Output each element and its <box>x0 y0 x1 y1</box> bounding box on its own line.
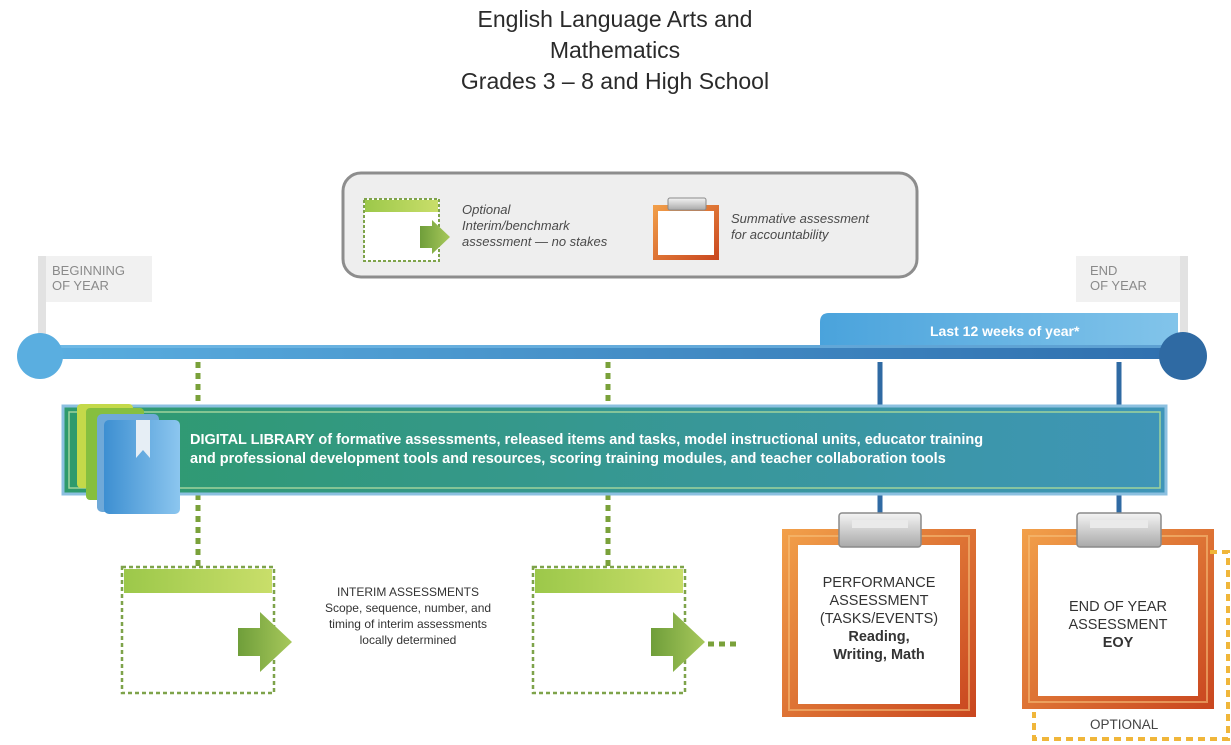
interim-card-2 <box>531 565 740 695</box>
diagram-title: English Language Arts and Mathematics Gr… <box>320 4 910 97</box>
digital-library-banner <box>61 404 1168 496</box>
legend-interim-text: Optional Interim/benchmark assessment — … <box>462 202 607 250</box>
interim-connectors <box>195 362 611 566</box>
library-line-1: DIGITAL LIBRARY of formative assessments… <box>190 432 984 448</box>
eoy-line-3: EOY <box>1102 635 1134 651</box>
performance-clipboard <box>782 512 976 717</box>
interim-line-2: Scope, sequence, number, and <box>324 601 492 615</box>
beginning-flag <box>38 256 152 348</box>
beginning-line-2: OF YEAR <box>52 278 109 293</box>
performance-line-1: PERFORMANCE <box>822 575 936 591</box>
timeline-bar <box>17 332 1207 380</box>
last-weeks-tab <box>820 313 1178 352</box>
last-weeks-label: Last 12 weeks of year* <box>930 323 1080 339</box>
title-line-1: English Language Arts and <box>477 6 753 32</box>
timeline-start-dot <box>17 333 63 379</box>
title-line-3: Grades 3 – 8 and High School <box>460 68 770 94</box>
legend-interim-line-1: Optional <box>462 202 511 217</box>
performance-line-3: (TASKS/EVENTS) <box>819 611 939 627</box>
performance-assessment-text: PERFORMANCE ASSESSMENT (TASKS/EVENTS) Re… <box>798 574 960 664</box>
performance-line-4: Reading, <box>848 629 910 645</box>
interim-assessments-text: INTERIM ASSESSMENTS Scope, sequence, num… <box>293 584 523 648</box>
eoy-assessment-text: END OF YEAR ASSESSMENT EOY <box>1038 598 1198 652</box>
legend-summative-text: Summative assessment for accountability <box>731 211 869 243</box>
legend-interim-icon <box>363 198 450 262</box>
eoy-line-2: ASSESSMENT <box>1068 617 1168 633</box>
library-line-2: and professional development tools and r… <box>190 451 946 467</box>
title-line-2: Mathematics <box>549 37 681 63</box>
end-line-2: OF YEAR <box>1090 278 1147 293</box>
legend-summative-line-1: Summative assessment <box>731 211 869 226</box>
beginning-line-1: BEGINNING <box>52 263 125 278</box>
digital-library-text: DIGITAL LIBRARY of formative assessments… <box>190 431 983 469</box>
legend-box <box>341 171 919 279</box>
performance-line-2: ASSESSMENT <box>829 593 929 609</box>
beginning-of-year-label: BEGINNING OF YEAR <box>52 263 125 293</box>
interim-line-4: locally determined <box>359 633 457 647</box>
legend-interim-line-3: assessment — no stakes <box>462 234 608 249</box>
optional-outline <box>1032 550 1230 741</box>
timeline-end-dot <box>1159 332 1207 380</box>
optional-label: OPTIONAL <box>1090 717 1159 732</box>
legend-summative-line-2: for accountability <box>731 227 829 242</box>
performance-line-5: Writing, Math <box>833 647 925 663</box>
eoy-line-1: END OF YEAR <box>1068 599 1168 615</box>
legend-summative-icon <box>653 197 719 260</box>
interim-line-1: INTERIM ASSESSMENTS <box>336 585 480 599</box>
end-flag <box>1076 256 1188 348</box>
interim-line-3: timing of interim assessments <box>328 617 488 631</box>
interim-card-1 <box>120 565 292 695</box>
end-line-1: END <box>1090 263 1118 278</box>
legend-interim-line-2: Interim/benchmark <box>462 218 570 233</box>
books-icon <box>77 404 180 514</box>
end-of-year-label: END OF YEAR <box>1090 263 1147 293</box>
eoy-clipboard <box>1022 512 1214 709</box>
